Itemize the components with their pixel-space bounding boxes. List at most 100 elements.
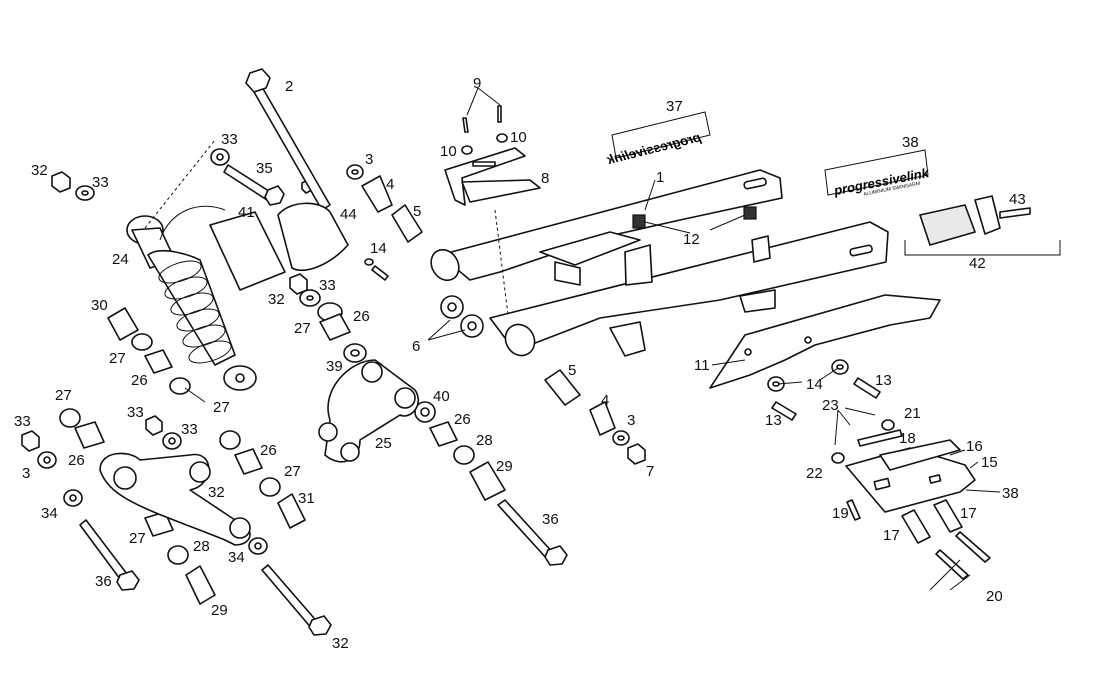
callout-23: 23	[822, 397, 839, 414]
callout-32-d: 33	[127, 404, 144, 421]
callout-26-c: 26	[68, 452, 85, 469]
callout-27-e: 27	[284, 463, 301, 480]
bolts	[79, 68, 1031, 636]
callout-28-b: 29	[211, 602, 228, 619]
decal-left: progressivelink	[605, 111, 711, 167]
callout-27-g: 28	[193, 538, 210, 555]
callout-26-e: 26	[454, 411, 471, 428]
callout-20: 20	[986, 588, 1003, 605]
callout-3-b: 3	[627, 412, 635, 429]
callout-27-a: 27	[294, 320, 311, 337]
callout-33-d: 33	[181, 421, 198, 438]
bushing-4-top	[361, 175, 393, 213]
callout-32-c: 33	[14, 413, 31, 430]
callout-6: 6	[412, 338, 420, 355]
callout-33-b: 33	[221, 131, 238, 148]
link-rocker	[318, 359, 420, 463]
callout-36-a: 37	[666, 98, 683, 115]
callout-1: 1	[656, 169, 664, 186]
callout-leaders	[184, 87, 1001, 591]
clamp	[277, 202, 349, 272]
callout-41: 43	[1009, 191, 1026, 208]
chain-guard	[709, 294, 941, 389]
callout-27-d: 27	[213, 399, 230, 416]
bushing-29-top	[107, 307, 139, 341]
callout-8: 8	[541, 170, 549, 187]
callout-16: 16	[966, 438, 983, 455]
callout-28-a: 29	[496, 458, 513, 475]
callout-2: 2	[285, 78, 293, 95]
callout-26-b: 26	[131, 372, 148, 389]
callout-7: 7	[646, 463, 654, 480]
bushing-29-bottom	[277, 493, 306, 529]
callout-32-a: 32	[31, 162, 48, 179]
bushing-28-middle	[469, 461, 506, 501]
callout-10-a: 10	[440, 143, 457, 160]
shock-absorber	[126, 205, 286, 391]
callout-34-b: 36	[95, 573, 112, 590]
washers	[37, 133, 895, 565]
callout-numbers: 1 2 3 3 3 4 4 5 5 6 7 8 9 10 10 11 12 13…	[14, 75, 1026, 652]
callout-26-f: 27	[129, 530, 146, 547]
callout-40: 42	[969, 255, 986, 272]
nuts	[21, 171, 646, 465]
bushing-28-bottom	[185, 565, 216, 605]
pins	[901, 499, 963, 544]
spindle-block	[918, 195, 1001, 246]
callout-34-a: 35	[256, 160, 273, 177]
rubber-blocks	[632, 206, 757, 229]
callout-30: 32	[208, 484, 225, 501]
bushing-5-top	[391, 204, 423, 243]
callout-11: 11	[694, 357, 710, 374]
chain-adjuster-plate	[845, 429, 976, 513]
callout-27-f: 28	[476, 432, 493, 449]
callout-4-a: 4	[386, 176, 394, 193]
callout-14-a: 14	[370, 240, 387, 257]
callout-33-a: 33	[92, 174, 109, 191]
callout-17-b: 17	[883, 527, 900, 544]
callout-27-c: 27	[55, 387, 72, 404]
callout-9: 9	[473, 75, 481, 92]
callout-18: 18	[899, 430, 916, 447]
swingarm	[430, 169, 889, 357]
callout-15: 15	[981, 454, 998, 471]
callout-26-a: 26	[353, 308, 370, 325]
callout-38-a: 39	[326, 358, 343, 375]
callout-14-b: 14	[806, 376, 823, 393]
callout-3-a: 3	[365, 151, 373, 168]
bushing-5-bottom	[544, 369, 581, 406]
chain-slider	[444, 147, 541, 206]
callout-26-d: 26	[260, 442, 277, 459]
callout-31: 32	[332, 635, 349, 652]
callout-22: 22	[806, 465, 823, 482]
callout-3-c: 3	[22, 465, 30, 482]
callout-25: 25	[375, 435, 392, 452]
callout-5-a: 5	[413, 203, 421, 220]
callout-13-b: 13	[765, 412, 782, 429]
callout-36-b: 38	[902, 134, 919, 151]
decal-right: progressivelink ALUMINIUM SWINGARM	[824, 149, 931, 198]
callout-37: 38	[1002, 485, 1019, 502]
callout-33-f: 34	[228, 549, 245, 566]
callout-12: 12	[683, 231, 700, 248]
callout-24: 24	[112, 251, 129, 268]
callout-21: 21	[904, 405, 921, 422]
callout-38-b: 40	[433, 388, 450, 405]
callout-33-e: 34	[41, 505, 58, 522]
callout-32-b: 32	[268, 291, 285, 308]
callout-10-b: 10	[510, 129, 527, 146]
callout-19: 19	[832, 505, 849, 522]
callout-39: 41	[238, 204, 255, 221]
callout-5-b: 5	[568, 362, 576, 379]
callout-42: 44	[340, 206, 357, 223]
callout-29-b: 31	[298, 490, 315, 507]
callout-4-b: 4	[601, 392, 609, 409]
callout-13-a: 13	[875, 372, 892, 389]
callout-35: 36	[542, 511, 559, 528]
callout-27-b: 27	[109, 350, 126, 367]
bushing-4-bottom	[589, 401, 616, 436]
callout-17-a: 17	[960, 505, 977, 522]
link-dogbone	[99, 452, 251, 546]
callout-33-c: 33	[319, 277, 336, 294]
